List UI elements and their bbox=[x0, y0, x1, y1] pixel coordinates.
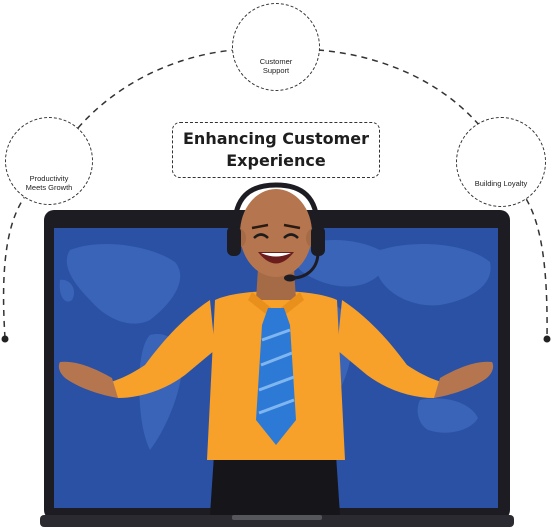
badge-label-loyalty: Building Loyalty bbox=[474, 179, 528, 189]
page-title: Enhancing Customer Experience bbox=[183, 128, 369, 171]
headset-earcup-right bbox=[311, 226, 325, 256]
laptop-base bbox=[40, 515, 514, 527]
headset-band bbox=[232, 182, 320, 236]
arc-end-dot-right bbox=[543, 335, 551, 343]
agent-left-sleeve bbox=[110, 300, 215, 398]
headset-mic bbox=[284, 274, 296, 282]
agent-tie bbox=[256, 308, 296, 445]
headset-earcup-left bbox=[227, 226, 241, 256]
laptop-notch bbox=[232, 515, 322, 520]
agent-trousers bbox=[210, 455, 340, 515]
agent-right-hand bbox=[434, 361, 494, 398]
badge-building-loyalty: Building Loyalty bbox=[456, 117, 546, 207]
title-line-2: Experience bbox=[226, 151, 326, 170]
agent-eye-left bbox=[253, 233, 269, 239]
agent-brow-left bbox=[251, 223, 269, 230]
badge-label-productivity: Productivity Meets Growth bbox=[25, 173, 73, 192]
title-box: Enhancing Customer Experience bbox=[172, 122, 380, 178]
badge-productivity: Productivity Meets Growth bbox=[5, 117, 93, 205]
support-agent-person bbox=[58, 182, 494, 515]
agent-right-sleeve bbox=[337, 300, 442, 398]
agent-brow-right bbox=[283, 223, 301, 230]
agent-left-hand bbox=[58, 361, 118, 398]
dashed-connector-arc bbox=[2, 49, 548, 339]
title-line-1: Enhancing Customer bbox=[183, 129, 369, 149]
agent-eye-right bbox=[283, 233, 299, 239]
agent-head bbox=[240, 189, 312, 277]
agent-teeth bbox=[261, 253, 291, 257]
badge-label-support: Customer Support bbox=[259, 56, 293, 75]
badge-customer-support: Customer Support bbox=[232, 3, 320, 91]
tie-stripes bbox=[258, 328, 295, 415]
arc-end-dot-left bbox=[1, 335, 9, 343]
